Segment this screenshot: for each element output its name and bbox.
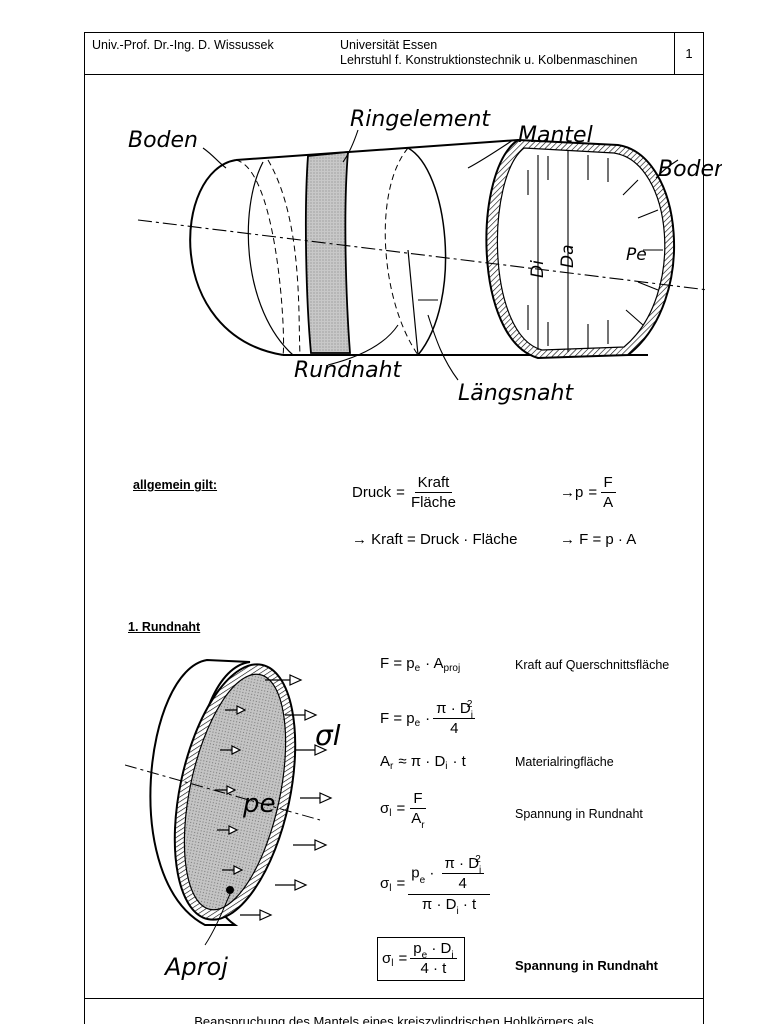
label-rundnaht-section: 1. Rundnaht <box>128 620 201 634</box>
eq-p-den: A <box>603 494 614 512</box>
ring-element <box>304 150 351 354</box>
ring-projected-area <box>183 673 287 911</box>
header-university-block: Universität Essen Lehrstuhl f. Konstrukt… <box>340 38 637 68</box>
ring-figure: σl pe Aproj <box>125 658 341 981</box>
label-mantel: Mantel <box>518 123 593 148</box>
label-da: Da <box>558 244 578 268</box>
left-boden-seam <box>235 159 285 356</box>
eq4-description: Spannung in Rundnaht <box>515 807 643 821</box>
eq6-description: Spannung in Rundnaht <box>515 958 658 973</box>
header-author: Univ.-Prof. Dr.-Ing. D. Wissussek <box>92 38 274 52</box>
mantel-section-ellipse <box>407 147 447 356</box>
label-boden-left: Boden <box>128 128 198 153</box>
eq-f-line: → F = p · A <box>560 531 637 548</box>
label-pe-ring: pe <box>242 789 276 819</box>
label-boden-right: Boden <box>658 157 722 182</box>
eq-druck-den: Fläche <box>410 494 456 512</box>
page-header: Univ.-Prof. Dr.-Ing. D. Wissussek Univer… <box>85 33 703 75</box>
eq-p-num: F <box>600 474 616 494</box>
label-laengsnaht: Längsnaht <box>458 381 574 406</box>
mantel-top-line <box>235 139 519 161</box>
label-pe: Pe <box>626 245 647 265</box>
footer-rule <box>85 998 703 999</box>
page-frame: Univ.-Prof. Dr.-Ing. D. Wissussek Univer… <box>84 32 704 1024</box>
eq-druck-num: Kraft <box>414 474 453 494</box>
label-allgemein: allgemein gilt: <box>133 478 218 492</box>
page-number: 1 <box>685 46 693 61</box>
right-boden-cutaway <box>485 138 676 360</box>
left-boden-dome <box>189 159 284 356</box>
vessel-figure: Boden Ringelement Mantel Boden Di Da Pe … <box>128 107 722 406</box>
eq1-description: Kraft auf Querschnittsfläche <box>515 658 670 672</box>
eq-kraft-line: → Kraft = Druck · Fläche <box>352 531 518 548</box>
label-di: Di <box>528 260 548 278</box>
header-university: Universität Essen <box>340 38 438 52</box>
label-ringelement: Ringelement <box>350 107 491 132</box>
label-aproj: Aproj <box>163 953 228 981</box>
eq-arrow-p: →p <box>560 484 584 502</box>
header-divider <box>674 33 675 74</box>
eq-druck-word: Druck <box>352 484 392 502</box>
eq3-description: Materialringfläche <box>515 755 614 769</box>
footer-caption: Beanspruchung des Mantels eines kreiszyl… <box>194 1014 594 1024</box>
label-sigma-l: σl <box>315 719 341 752</box>
label-rundnaht: Rundnaht <box>294 358 403 383</box>
header-chair: Lehrstuhl f. Konstruktionstechnik u. Kol… <box>340 53 638 67</box>
